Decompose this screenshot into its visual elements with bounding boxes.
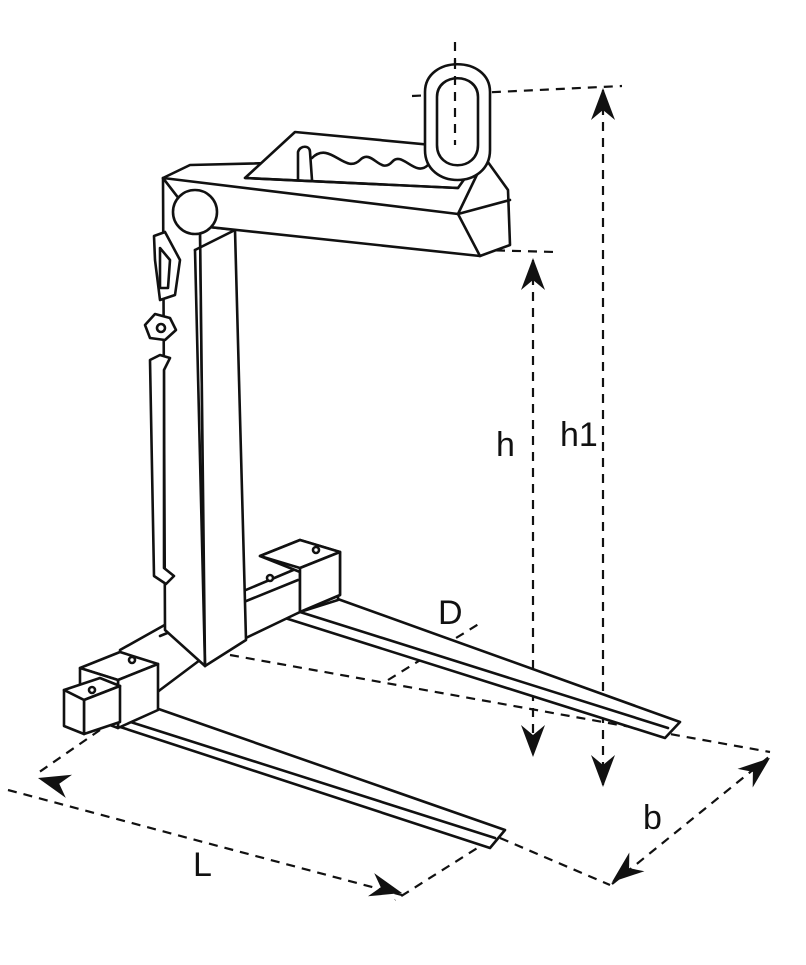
back-carriage-block: [258, 538, 342, 614]
label-h1: h1: [560, 416, 598, 454]
vertical-mast: [161, 176, 248, 668]
front-carriage-block: [62, 650, 160, 736]
label-b: b: [643, 799, 662, 837]
label-d: D: [438, 594, 463, 632]
mast-hardware: [143, 230, 182, 586]
label-h: h: [496, 426, 515, 464]
back-fork: [283, 596, 682, 740]
front-fork: [103, 704, 507, 850]
lifting-shackle: [423, 60, 492, 182]
dimension-labels: h h1 D L b: [193, 416, 662, 884]
label-l: L: [193, 846, 212, 884]
